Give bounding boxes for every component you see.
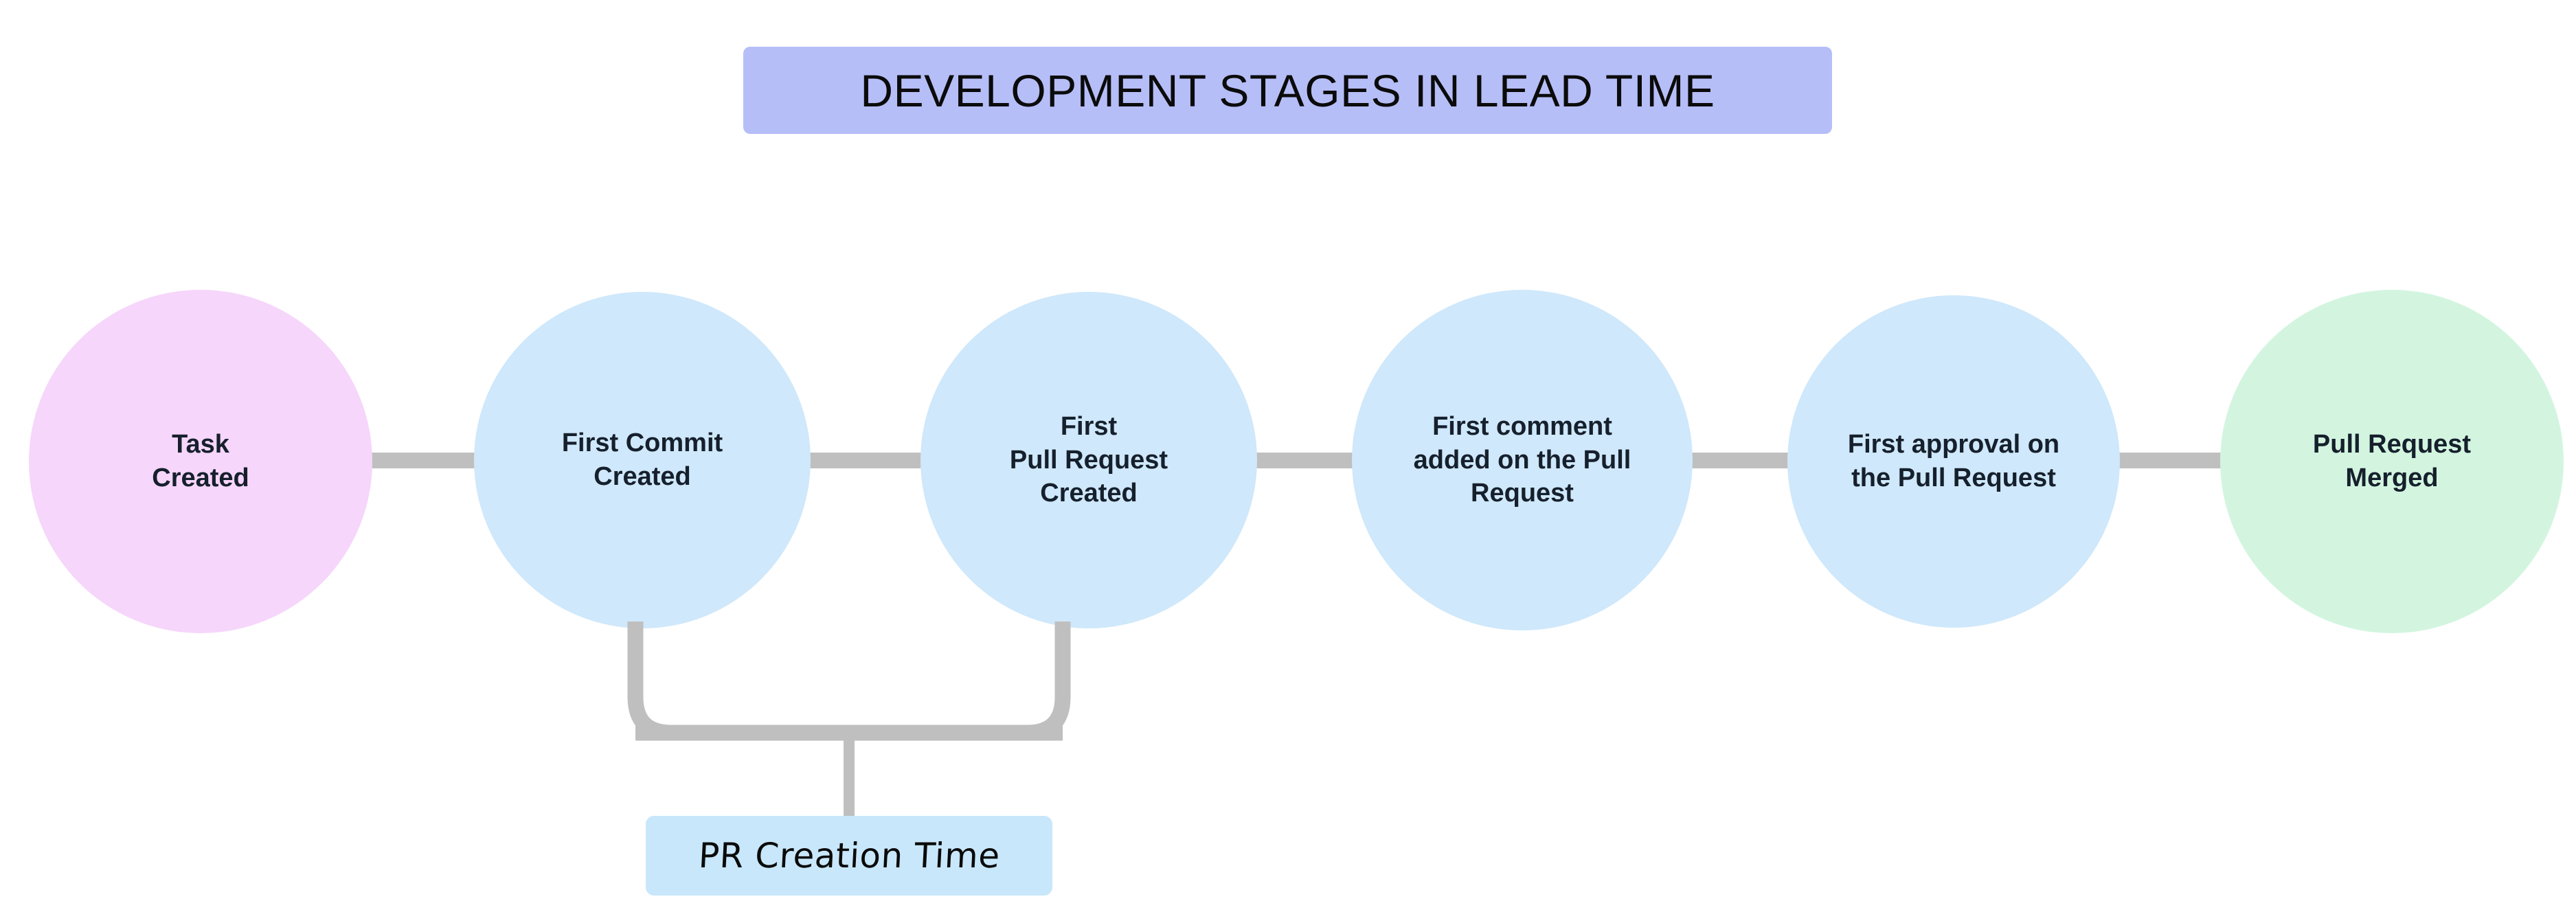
page-title: DEVELOPMENT STAGES IN LEAD TIME — [860, 65, 1715, 116]
node-first-commit-created[interactable]: First Commit Created — [474, 292, 811, 628]
connector-task-to-commit — [343, 453, 515, 468]
node-label: Task Created — [152, 430, 249, 492]
connector-comment-to-approval — [1656, 453, 1827, 468]
node-label: First Pull Request Created — [1009, 412, 1168, 508]
node-first-comment-added[interactable]: First comment added on the Pull Request — [1352, 290, 1693, 630]
node-label: First Commit Created — [561, 429, 723, 491]
node-label: First comment added on the Pull Request — [1413, 412, 1631, 508]
node-first-pull-request-created[interactable]: First Pull Request Created — [920, 292, 1257, 628]
annotation-pr-creation-time[interactable]: PR Creation Time — [646, 816, 1052, 896]
connector-approval-to-merged — [2088, 453, 2260, 468]
node-first-approval[interactable]: First approval on the Pull Request — [1787, 295, 2120, 628]
node-label: First approval on the Pull Request — [1847, 430, 2060, 492]
connector-commit-to-pr — [776, 453, 955, 468]
node-pull-request-merged[interactable]: Pull Request Merged — [2220, 290, 2564, 633]
diagram-title-banner: DEVELOPMENT STAGES IN LEAD TIME — [743, 47, 1832, 134]
annotation-label: PR Creation Time — [697, 836, 1001, 876]
node-label: Pull Request Merged — [2312, 430, 2472, 492]
node-task-created[interactable]: Task Created — [29, 290, 372, 633]
